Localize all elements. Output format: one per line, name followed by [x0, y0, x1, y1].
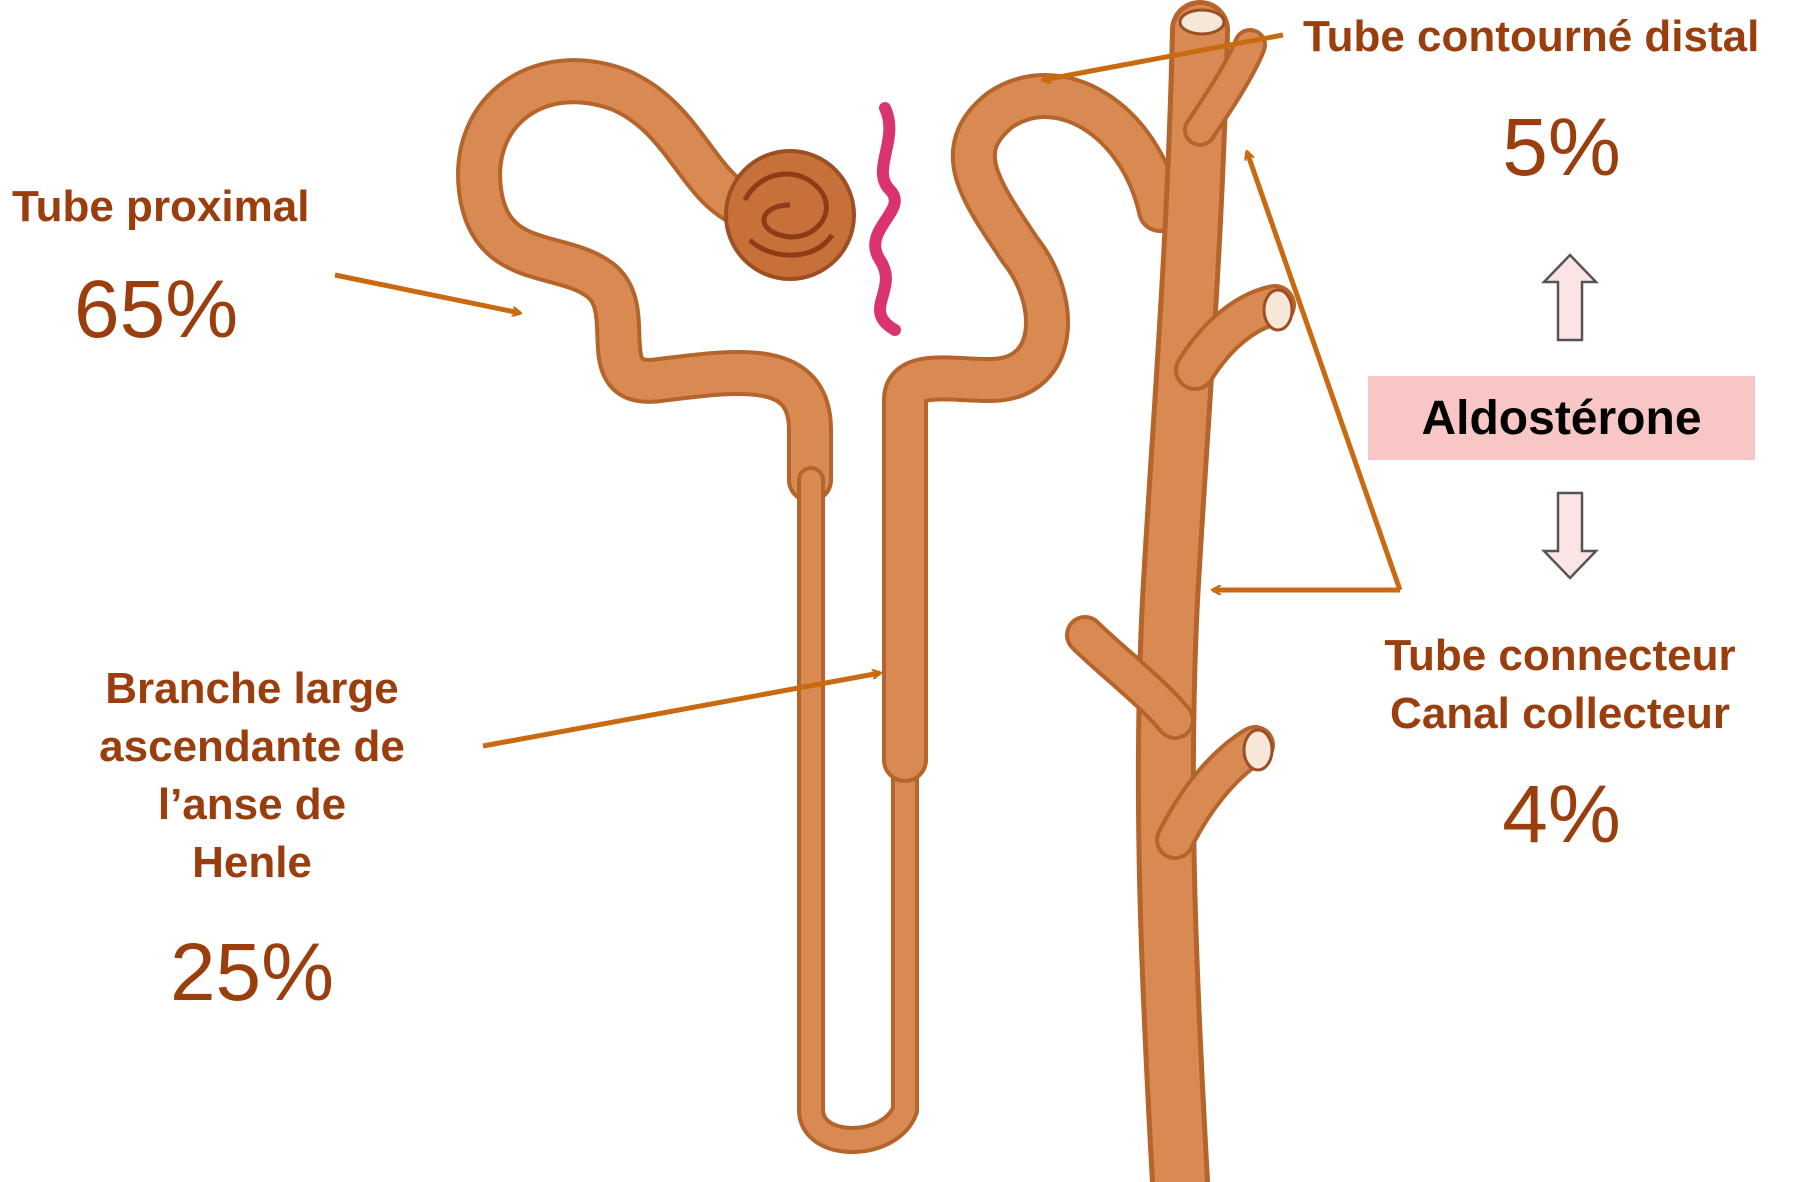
- henle-label-line: l’anse de: [62, 776, 442, 834]
- proximal-tubule: [479, 81, 810, 480]
- proximal-label: Tube proximal: [12, 178, 309, 236]
- henle-percent: 25%: [62, 928, 442, 1018]
- hollow-up-arrow-icon: [1544, 255, 1596, 340]
- collecting-pointer-arrow-diagonal: [1247, 152, 1400, 590]
- loop-of-henle: [811, 96, 1160, 1140]
- hormone-box: Aldostérone: [1368, 376, 1755, 460]
- collecting-percent: 4%: [1368, 770, 1755, 860]
- distal-label: Tube contourné distal: [1303, 8, 1759, 66]
- henle-label-line: Henle: [62, 834, 442, 892]
- hormone-label: Aldostérone: [1421, 391, 1701, 446]
- afferent-vessel: [875, 108, 895, 330]
- proximal-percent: 65%: [74, 265, 238, 355]
- henle-label: Branche large ascendante de l’anse de He…: [62, 660, 442, 892]
- henle-label-line: ascendante de: [62, 718, 442, 776]
- distal-percent: 5%: [1368, 103, 1755, 193]
- collecting-label-line: Canal collecteur: [1345, 685, 1775, 743]
- collecting-label: Tube connecteur Canal collecteur: [1345, 627, 1775, 743]
- glomerulus: [726, 151, 854, 279]
- collecting-label-line: Tube connecteur: [1345, 627, 1775, 685]
- hollow-down-arrow-icon: [1544, 493, 1596, 578]
- proximal-pointer-arrow: [335, 275, 520, 313]
- henle-label-line: Branche large: [62, 660, 442, 718]
